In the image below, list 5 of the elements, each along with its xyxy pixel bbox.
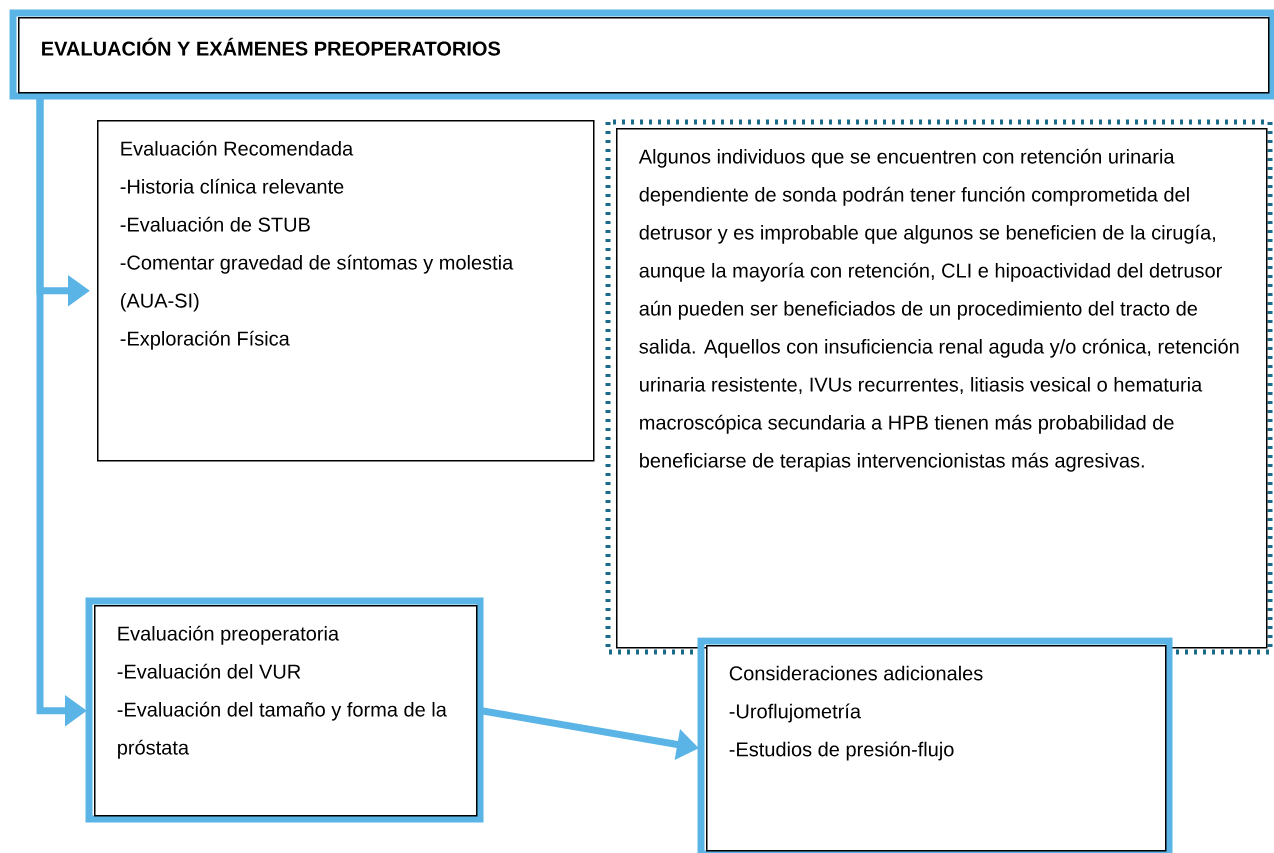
process-box: Evaluación Recomendada -Historia clínica relevante -Evaluación de STUB -Comentar gravedad de síntomas y molestia (AUA-SI) -Exploración Física xyxy=(97,120,595,462)
process-box: Consideraciones adicionales -Uroflujometría -Estudios de presión-flujo xyxy=(697,637,1173,853)
title-box: EVALUACIÓN Y EXÁMENES PREOPERATORIOS xyxy=(9,9,1274,100)
process-box: Evaluación preoperatoria -Evaluación del VUR -Evaluación del tamaño y forma de la próstata xyxy=(85,597,484,823)
note-box: Algunos individuos que se encuentren con retención urinaria dependiente de sonda podrán tener función comprometida del detrusor y es improbable que algunos se beneficien de la cirugía, aunque la mayoría con retención, CLI e hipoactividad del detrusor aún pueden ser beneficiados de un procedimiento del tracto de salida. Aquellos con insuficiencia renal aguda y/o crónica, retención urinaria resistente, IVUs recurrentes, litiasis vesical o hematuria macroscópica secundaria a HPB tienen más probabilidad de beneficiarse de terapias intervencionistas más agresivas. xyxy=(605,119,1273,655)
